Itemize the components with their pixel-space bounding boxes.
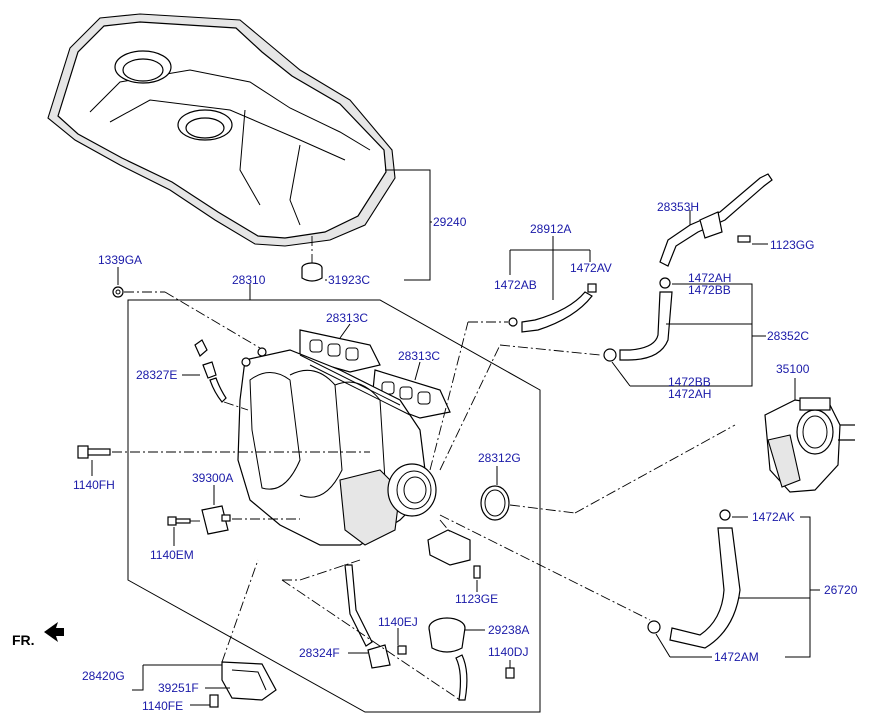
- label-28313c-lower: 28313C: [398, 349, 440, 363]
- label-1472bb-top: 1472BB: [688, 283, 731, 297]
- intake-manifold: [237, 347, 426, 546]
- valve-28327e: [182, 339, 249, 411]
- label-1472ah-bottom: 1472AH: [668, 387, 711, 401]
- label-28310: 28310: [232, 273, 266, 287]
- valve-29238a: [428, 617, 515, 701]
- label-1472ab: 1472AB: [494, 278, 537, 292]
- throttle-body: [387, 463, 437, 517]
- throttle-35100: [764, 378, 855, 493]
- label-28312g: 28312G: [478, 451, 521, 465]
- dash-connections: [281, 321, 736, 701]
- hose-28912a: [508, 236, 597, 333]
- label-1123gg: 1123GG: [770, 238, 814, 252]
- engine-cover: [47, 13, 396, 247]
- leader-29240: [325, 169, 432, 281]
- label-39251f: 39251F: [158, 681, 199, 695]
- bolt-1140fh: [77, 445, 370, 476]
- label-1123ge: 1123GE: [455, 592, 498, 606]
- label-1472am: 1472AM: [714, 650, 759, 664]
- label-1140fh: 1140FH: [73, 478, 115, 492]
- label-28420g: 28420G: [82, 669, 125, 683]
- bracket-28420g: [132, 559, 277, 708]
- actuator-1123ge: [427, 519, 481, 592]
- label-28352c: 28352C: [767, 329, 809, 343]
- label-1472ak: 1472AK: [752, 510, 795, 524]
- label-39300a: 39300A: [192, 471, 233, 485]
- front-indicator-label: FR.: [12, 632, 35, 648]
- label-1140em: 1140EM: [150, 548, 194, 562]
- label-1339ga: 1339GA: [98, 253, 142, 267]
- label-1140dj: 1140DJ: [488, 645, 528, 659]
- hose-28324f: [344, 564, 407, 669]
- front-arrow-icon: [44, 622, 64, 642]
- label-1472ah-top: 1472AH: [688, 271, 731, 285]
- manifold-group-box: [127, 284, 541, 713]
- label-28327e: 28327E: [136, 368, 177, 382]
- hose-26720: [647, 509, 820, 658]
- label-1472av: 1472AV: [570, 261, 612, 275]
- label-28353h: 28353H: [657, 200, 699, 214]
- label-26720: 26720: [824, 583, 858, 597]
- label-1472bb-bottom: 1472BB: [668, 375, 711, 389]
- pipe-28353h: [659, 173, 773, 267]
- label-28313c-upper: 28313C: [326, 311, 368, 325]
- sensor-39300a: [167, 485, 300, 546]
- label-28912a: 28912A: [530, 222, 571, 236]
- label-28324f: 28324F: [299, 646, 340, 660]
- label-29238a: 29238A: [488, 623, 529, 637]
- label-35100: 35100: [776, 362, 810, 376]
- grommet-31923c: [301, 236, 323, 282]
- label-31923c: 31923C: [328, 273, 370, 287]
- hose-28352c: [603, 277, 766, 387]
- label-1140ej: 1140EJ: [378, 615, 418, 629]
- gasket-28312g: [480, 466, 510, 521]
- bolt-1339ga: [112, 267, 261, 349]
- label-1140fe: 1140FE: [142, 699, 183, 713]
- label-29240: 29240: [433, 215, 467, 229]
